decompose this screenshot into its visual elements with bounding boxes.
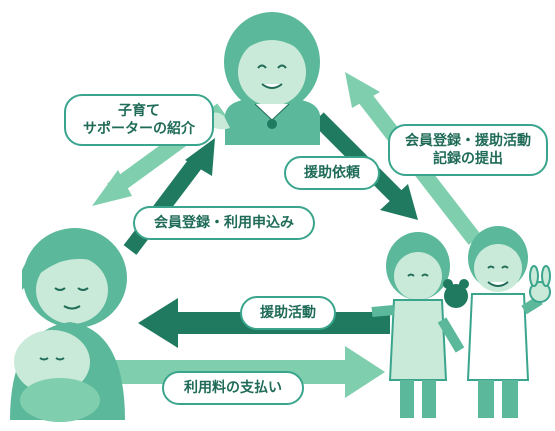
label-member-registration-use-text: 会員登録・利用申込み xyxy=(154,215,294,231)
label-member-registration-use: 会員登録・利用申込み xyxy=(133,206,315,240)
label-supporter-intro-line2: サポーターの紹介 xyxy=(83,121,195,137)
label-member-registration-activity-line1: 会員登録・援助活動 xyxy=(405,133,531,149)
parent-with-baby-figure xyxy=(10,228,127,422)
coordinator-woman-figure xyxy=(208,12,320,145)
label-supporter-intro: 子育て サポーターの紹介 xyxy=(64,94,214,146)
label-member-registration-activity-line2: 記録の提出 xyxy=(433,151,503,167)
label-supporter-intro-line1: 子育て xyxy=(118,103,160,119)
label-assistance-activity-text: 援助活動 xyxy=(260,305,316,321)
label-fee-payment: 利用料の支払い xyxy=(162,371,304,405)
label-fee-payment-text: 利用料の支払い xyxy=(184,380,282,396)
label-assistance-request-text: 援助依頼 xyxy=(304,165,360,181)
child-care-supporters-figure xyxy=(371,226,551,418)
label-assistance-activity: 援助活動 xyxy=(240,296,336,330)
label-member-registration-activity: 会員登録・援助活動 記録の提出 xyxy=(388,124,548,176)
label-assistance-request: 援助依頼 xyxy=(284,156,380,190)
